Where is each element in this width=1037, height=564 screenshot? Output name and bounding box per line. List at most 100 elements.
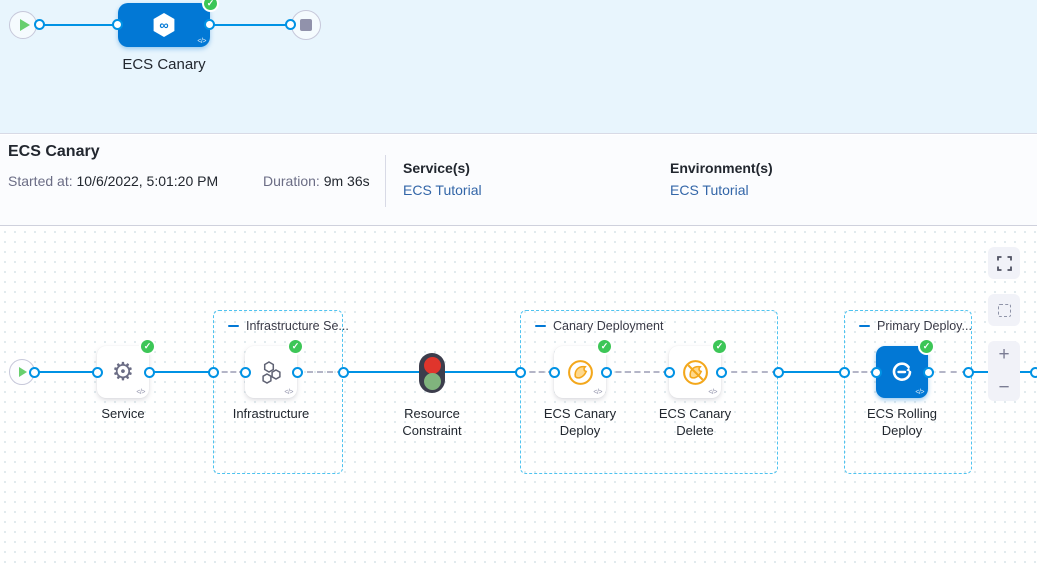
pipeline-end-node[interactable]	[291, 10, 321, 40]
zoom-in-button[interactable]: +	[998, 344, 1010, 365]
step-label-ecs-canary-deploy: ECS Canary Deploy	[543, 406, 617, 438]
group-primary-deployment[interactable]: Primary Deploy...	[844, 310, 972, 474]
connector-dot	[144, 367, 155, 378]
connector-dot	[664, 367, 675, 378]
duration-label: Duration:	[263, 173, 320, 189]
connector-dot	[515, 367, 526, 378]
play-icon	[19, 19, 30, 31]
success-badge-icon: ✓	[139, 338, 156, 355]
group-label-text: Primary Deploy...	[877, 319, 972, 333]
connector-dot	[112, 19, 123, 30]
collapse-icon[interactable]	[859, 324, 870, 328]
connector-dot	[29, 367, 40, 378]
code-icon: </>	[197, 38, 206, 45]
code-icon: </>	[593, 389, 602, 396]
stage-strip: ∞ </> ✓ ECS Canary	[0, 0, 1037, 134]
started-value: 10/6/2022, 5:01:20 PM	[76, 173, 219, 189]
code-icon: </>	[136, 389, 145, 396]
zoom-out-button[interactable]: −	[998, 377, 1010, 398]
edge-line	[445, 371, 520, 373]
services-label: Service(s)	[403, 160, 470, 176]
environments-block: Environment(s) ECS Tutorial	[670, 160, 773, 198]
group-label-primary[interactable]: Primary Deploy...	[859, 319, 972, 333]
connector-dot	[716, 367, 727, 378]
zoom-controls: + −	[988, 341, 1020, 401]
edge-line	[210, 24, 291, 26]
step-label-ecs-rolling-deploy: ECS Rolling Deploy	[866, 406, 938, 438]
connector-dot	[204, 19, 215, 30]
fullscreen-button[interactable]	[988, 247, 1020, 279]
step-ecs-canary-deploy[interactable]: ✓ </>	[554, 338, 613, 398]
connector-dot	[208, 367, 219, 378]
canary-deploy-icon	[567, 359, 593, 385]
connector-dot	[240, 367, 251, 378]
play-icon	[19, 367, 27, 377]
stage-label: ECS Canary	[122, 56, 206, 73]
step-infrastructure[interactable]: ✓ </>	[245, 338, 304, 398]
connector-dot	[871, 367, 882, 378]
connector-dot	[34, 19, 45, 30]
step-ecs-canary-delete[interactable]: ✓ </>	[669, 338, 728, 398]
marquee-select-icon	[997, 303, 1011, 317]
environments-label: Environment(s)	[670, 160, 773, 176]
group-canary-deployment[interactable]: Canary Deployment	[520, 310, 778, 474]
step-ecs-rolling-deploy[interactable]: ✓ </>	[876, 338, 935, 398]
edge-line-dashed	[213, 371, 245, 373]
success-badge-icon: ✓	[711, 338, 728, 355]
stop-icon	[300, 19, 312, 31]
edge-line-dashed	[721, 371, 778, 373]
edge-line	[149, 371, 213, 373]
step-label-ecs-canary-delete: ECS Canary Delete	[658, 406, 732, 438]
step-label-service: Service	[101, 406, 145, 421]
edge-line	[343, 371, 419, 373]
selection-mode-button[interactable]	[988, 294, 1020, 326]
group-label-canary[interactable]: Canary Deployment	[535, 319, 663, 333]
code-icon: </>	[284, 389, 293, 396]
step-service[interactable]: ⚙ ✓ </>	[97, 338, 156, 398]
fullscreen-icon	[996, 255, 1012, 271]
collapse-icon[interactable]	[228, 324, 239, 328]
success-badge-icon: ✓	[596, 338, 613, 355]
collapse-icon[interactable]	[535, 324, 546, 328]
environments-link[interactable]: ECS Tutorial	[670, 182, 749, 198]
code-icon: </>	[915, 389, 924, 396]
canary-delete-icon	[682, 359, 708, 385]
code-icon: </>	[708, 389, 717, 396]
header-divider	[385, 155, 386, 207]
connector-dot	[292, 367, 303, 378]
traffic-green-light-icon	[423, 372, 441, 390]
duration-value: 9m 36s	[323, 173, 370, 189]
success-badge-icon: ✓	[287, 338, 304, 355]
infrastructure-hexagons-icon	[261, 360, 281, 384]
services-block: Service(s) ECS Tutorial	[403, 160, 482, 198]
group-infrastructure-section[interactable]: Infrastructure Se...	[213, 310, 349, 474]
edge-line-dashed	[844, 371, 876, 373]
edge-line-dashed	[297, 371, 343, 373]
services-link[interactable]: ECS Tutorial	[403, 182, 482, 198]
connector-dot	[963, 367, 974, 378]
edge-line-dashed	[606, 371, 669, 373]
started-label: Started at:	[8, 173, 73, 189]
success-badge-icon: ✓	[918, 338, 935, 355]
connector-dot	[549, 367, 560, 378]
ecs-rolling-icon	[892, 362, 912, 381]
stage-node-ecs-canary[interactable]: ∞ </>	[118, 3, 210, 47]
started-at: Started at: 10/6/2022, 5:01:20 PM	[8, 173, 218, 189]
execution-header: ECS Canary Started at: 10/6/2022, 5:01:2…	[0, 135, 1037, 226]
connector-dot	[923, 367, 934, 378]
harness-stage-icon: ∞	[153, 13, 175, 37]
edge-line	[40, 24, 118, 26]
execution-graph-canvas[interactable]: Infrastructure Se... Canary Deployment P…	[0, 227, 1037, 564]
pipeline-start-node[interactable]	[9, 11, 37, 39]
group-label-infrastructure[interactable]: Infrastructure Se...	[228, 319, 349, 333]
edge-line	[34, 371, 97, 373]
duration: Duration: 9m 36s	[263, 173, 370, 189]
pipeline-title: ECS Canary	[8, 143, 100, 160]
edge-line	[778, 371, 844, 373]
traffic-red-light-icon	[423, 356, 441, 374]
step-resource-constraint[interactable]	[419, 353, 445, 393]
connector-dot	[92, 367, 103, 378]
success-badge-icon: ✓	[202, 0, 219, 12]
step-label-infrastructure: Infrastructure	[232, 406, 310, 421]
